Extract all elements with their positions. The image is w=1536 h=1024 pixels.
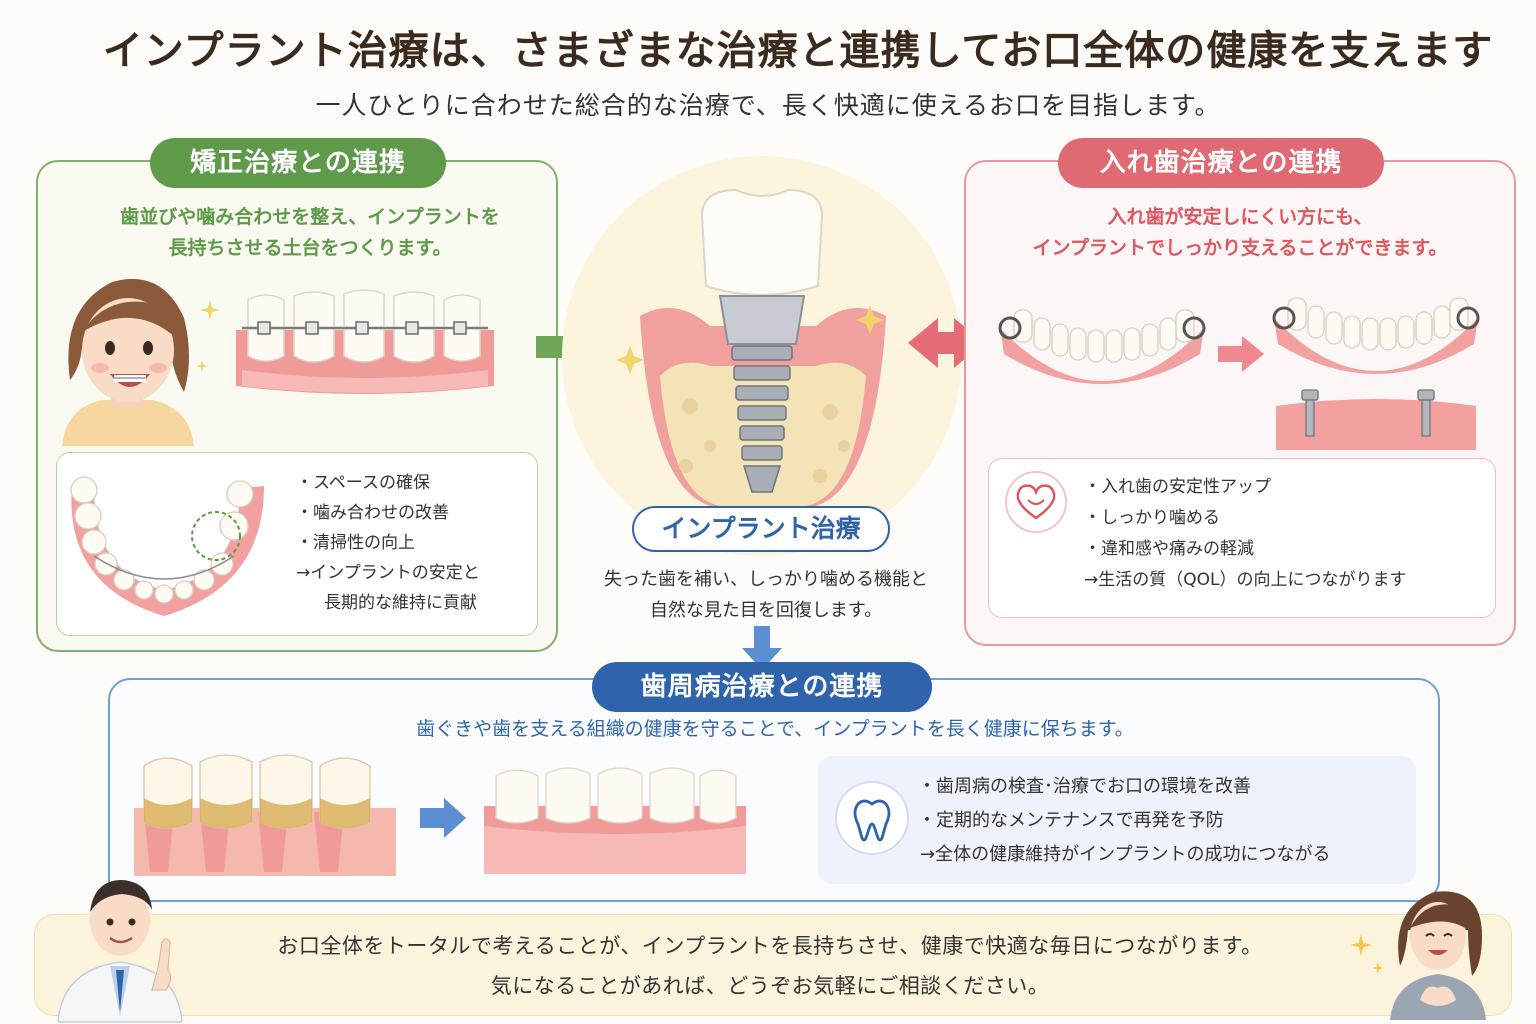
denture-lead-line1: 入れ歯が安定しにくい方にも、 xyxy=(1107,206,1373,228)
ortho-lead-line1: 歯並びや噛み合わせを整え、インプラントを xyxy=(120,206,500,228)
perio-lead: 歯ぐきや歯を支える組織の健康を守ることで、インプラントを長く健康に保ちます。 xyxy=(416,718,1134,740)
perio-result: →全体の健康維持がインプラントの成功につながる xyxy=(920,844,1331,865)
girl-with-braces-illustration xyxy=(62,278,194,446)
denture-lead-line2: インプラントでしっかり支えることができます。 xyxy=(1032,237,1448,259)
sparkle-icon xyxy=(1350,934,1372,956)
denture-heading: 入れ歯治療との連携 xyxy=(1058,138,1384,188)
implant-desc-line2: 自然な見た目を回復します。 xyxy=(649,600,883,621)
unhealthy-gums-illustration xyxy=(134,754,396,876)
perio-bullet: ・定期的なメンテナンスで再発を予防 xyxy=(918,810,1224,831)
implant-illustration xyxy=(562,156,962,556)
tooth-icon xyxy=(835,781,909,855)
denture-bullet: ・入れ歯の安定性アップ xyxy=(1084,477,1271,497)
heart-smile-icon xyxy=(1005,471,1067,533)
woman-illustration xyxy=(1390,891,1486,1020)
ortho-bullet-list: ・スペースの確保 ・噛み合わせの改善 ・清掃性の向上 →インプラントの安定と 長… xyxy=(296,468,480,618)
denture-bullet-list: ・入れ歯の安定性アップ ・しっかり噛める ・違和感や痛みの軽減 →生活の質（QO… xyxy=(1084,472,1406,596)
ortho-heading: 矯正治療との連携 xyxy=(150,138,446,188)
denture-lead: 入れ歯が安定しにくい方にも、 インプラントでしっかり支えることができます。 xyxy=(970,202,1510,264)
ortho-bullet: ・清掃性の向上 xyxy=(296,533,415,553)
ortho-lead: 歯並びや噛み合わせを整え、インプラントを 長持ちさせる土台をつくります。 xyxy=(60,202,560,264)
healthy-gums-illustration xyxy=(484,767,746,874)
perio-bullet-list: ・歯周病の検査･治療でお口の環境を改善 ・定期的なメンテナンスで再発を予防 →全… xyxy=(918,770,1331,872)
partial-denture-illustration xyxy=(998,309,1206,384)
denture-result: →生活の質（QOL）の向上につながります xyxy=(1084,570,1407,590)
dental-arch-illustration xyxy=(70,476,264,616)
ortho-result: →インプラントの安定と xyxy=(296,563,480,583)
perio-heading: 歯周病治療との連携 xyxy=(592,662,932,712)
ortho-bullet: ・噛み合わせの改善 xyxy=(296,503,449,523)
sparkle-icon xyxy=(1372,962,1384,974)
blue-down-arrow-icon xyxy=(742,626,782,670)
footer-banner xyxy=(34,914,1512,1016)
braces-teeth-illustration xyxy=(236,289,494,394)
ortho-result: 長期的な維持に貢献 xyxy=(324,593,477,613)
implant-treatment-desc: 失った歯を補い、しっかり噛める機能と 自然な見た目を回復します。 xyxy=(566,564,966,626)
ortho-bullet: ・スペースの確保 xyxy=(296,473,430,493)
ortho-lead-line2: 長持ちさせる土台をつくります。 xyxy=(168,237,452,259)
implant-desc-line1: 失った歯を補い、しっかり噛める機能と xyxy=(604,569,928,590)
footer-consultation-message: 気になることがあれば、どうぞお気軽にご相談ください。 xyxy=(490,974,1050,998)
perio-bullet: ・歯周病の検査･治療でお口の環境を改善 xyxy=(918,776,1251,797)
footer-message: お口全体をトータルで考えることが、インプラントを長持ちさせ、健康で快適な毎日につ… xyxy=(277,934,1263,958)
dentist-illustration xyxy=(57,880,183,1023)
implant-denture-illustration xyxy=(1272,297,1480,450)
pink-small-arrow-icon xyxy=(1218,336,1264,372)
perio-detail-box xyxy=(818,756,1416,884)
page-title: インプラント治療は、さまざまな治療と連携してお口全体の健康を支えます xyxy=(102,28,1494,74)
denture-bullet: ・違和感や痛みの軽減 xyxy=(1084,539,1254,559)
denture-bullet: ・しっかり噛める xyxy=(1084,508,1220,528)
sparkle-icon xyxy=(196,360,208,372)
page-subtitle: 一人ひとりに合わせた総合的な治療で、長く快適に使えるお口を目指します。 xyxy=(315,91,1221,120)
sparkle-icon xyxy=(200,300,220,320)
denture-detail-box xyxy=(988,458,1496,618)
implant-treatment-label: インプラント治療 xyxy=(632,506,890,552)
blue-right-arrow-icon xyxy=(420,798,466,838)
